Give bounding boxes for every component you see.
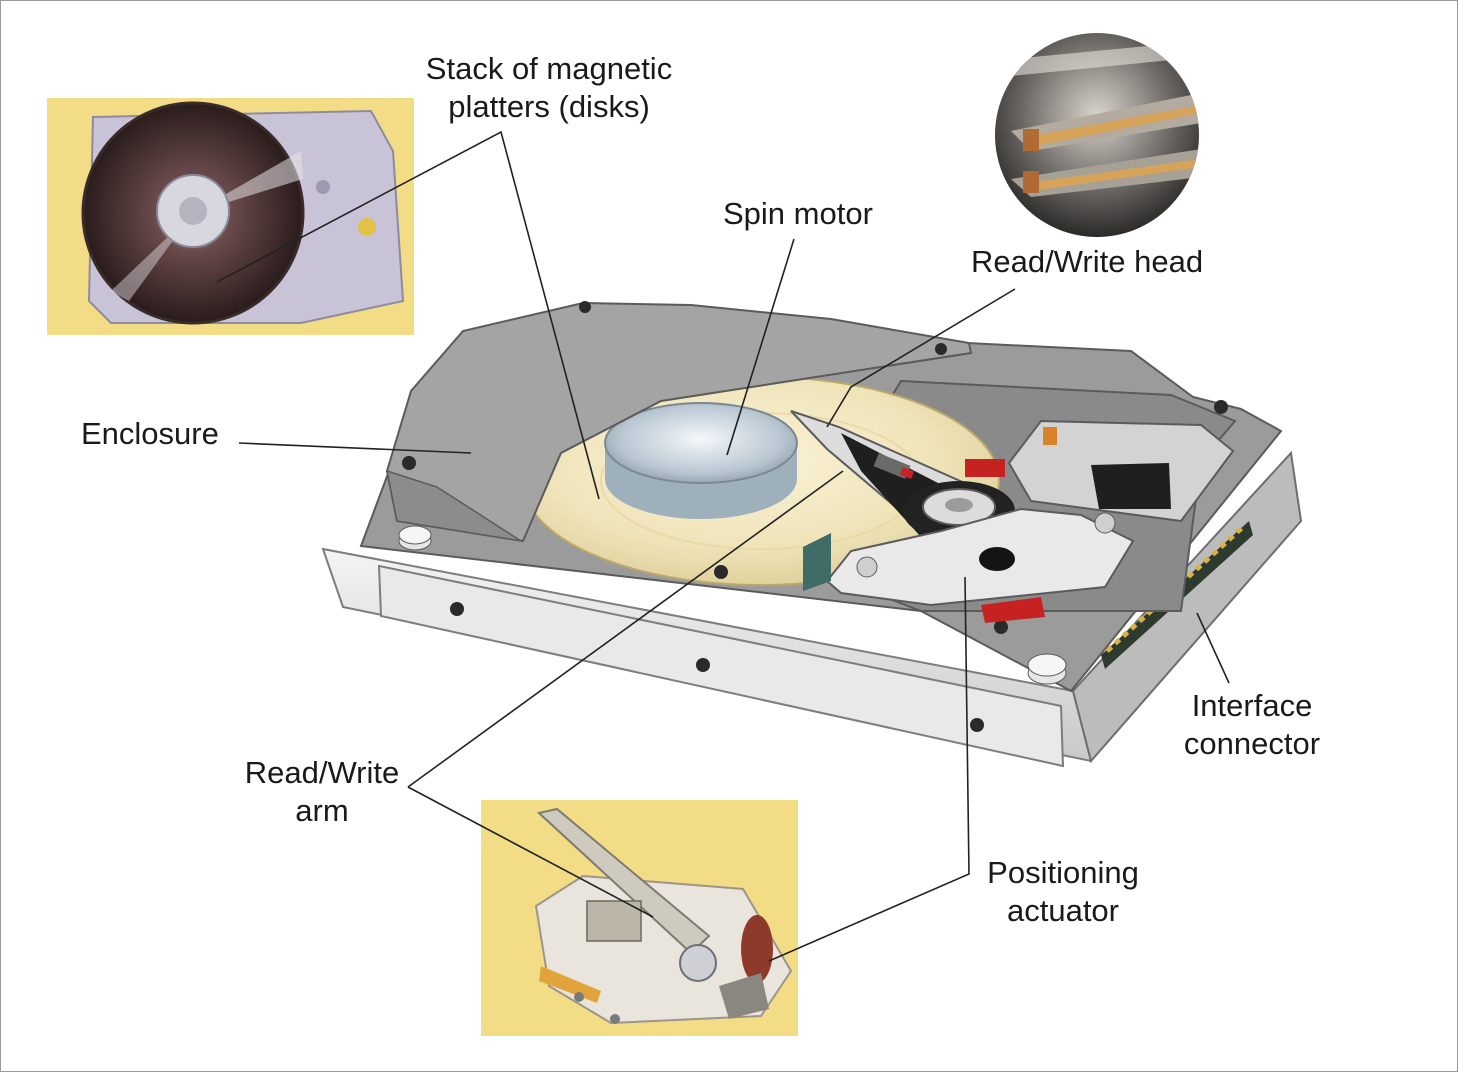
hard-drive-illustration [321, 301, 1303, 768]
label-platters-line-2: platters (disks) [448, 89, 650, 124]
leader-line-read-write-head [826, 288, 1016, 428]
leader-line-rw-arm-lower [407, 786, 654, 918]
label-actuator-line-1: Positioning [987, 855, 1139, 890]
label-rw-arm-line-2: arm [295, 793, 349, 828]
label-positioning-actuator: Positioning actuator [971, 854, 1155, 930]
label-interface-line-1: Interface [1191, 688, 1313, 723]
leader-lines [216, 130, 1230, 962]
label-read-write-head: Read/Write head [971, 244, 1204, 279]
platter-photo [47, 98, 414, 335]
label-actuator-line-2: actuator [1006, 893, 1119, 928]
label-interface-connector: Interface connector [1167, 687, 1337, 763]
label-platters-line-1: Stack of magnetic [425, 51, 673, 86]
label-spin-motor: Spin motor [723, 196, 873, 231]
leader-line-platters [216, 130, 600, 500]
leader-line-actuator [768, 576, 970, 962]
leader-line-interface [1196, 612, 1230, 684]
label-interface-line-2: connector [1183, 726, 1321, 761]
corner-bushing [1027, 653, 1067, 685]
leader-line-enclosure [238, 442, 472, 454]
leader-line-spin-motor [726, 238, 795, 456]
read-write-head-photo [995, 33, 1199, 237]
actuator-photo [481, 800, 798, 1036]
label-rw-arm-line-1: Read/Write [244, 755, 400, 790]
corner-bushing [398, 525, 432, 551]
label-platters: Stack of magnetic platters (disks) [399, 50, 699, 126]
label-read-write-arm: Read/Write arm [227, 754, 417, 830]
label-enclosure: Enclosure [81, 416, 219, 451]
leader-line-rw-arm-upper [407, 470, 844, 788]
